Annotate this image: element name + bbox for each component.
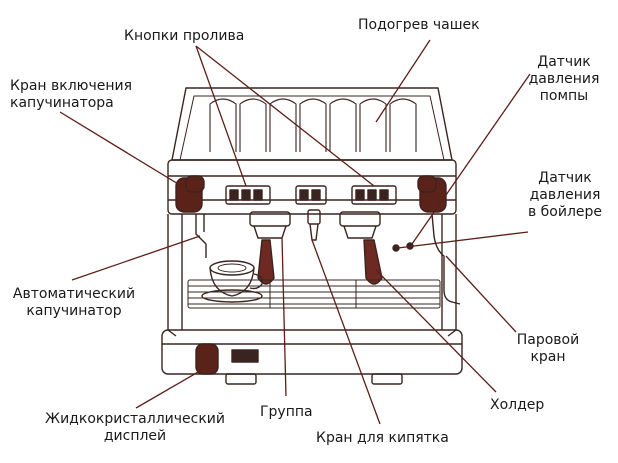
label-boiler-pressure-line3: в бойлере [527,204,603,220]
label-pump-pressure-line2: давления [528,71,600,87]
group-head-left [249,211,291,239]
holder-handle-right [363,239,383,285]
label-cup-warmer: Подогрев чашек [358,17,480,33]
label-lcd-display-line2: дисплей [103,428,167,444]
group-head-right [339,211,381,239]
label-cappuccinator-valve-line1: Кран включения [10,78,133,94]
label-steam-valve-line1: Паровой [516,332,580,348]
hot-water-spout [307,209,321,241]
base-knob [195,343,219,375]
label-pump-pressure: Датчик давления помпы [518,54,610,105]
label-group: Группа [260,404,313,420]
label-boiler-pressure-line1: Датчик [538,170,592,186]
cup-row [209,98,417,152]
label-pump-pressure-line1: Датчик [537,54,591,70]
label-dispense-buttons: Кнопки пролива [124,28,245,44]
label-cappuccinator-valve: Кран включения капучинатора [10,78,132,112]
label-cappuccinator-valve-line2: капучинатора [10,95,114,111]
label-boiler-pressure: Датчик давления в бойлере [518,170,612,221]
dispense-button-panel-right [351,185,397,205]
label-hot-water-valve: Кран для кипятка [316,430,449,446]
holder-handle-left [257,239,275,285]
label-lcd-display: Жидкокристаллический дисплей [30,411,240,445]
lcd-display [231,349,259,363]
callout-lines [59,39,531,425]
steam-knob [417,175,461,305]
label-auto-cappuccinator-line1: Автоматический [12,286,136,302]
cappuccinator-knob [175,175,207,258]
label-auto-cappuccinator: Автоматический капучинатор [2,286,146,320]
label-auto-cappuccinator-line2: капучинатор [26,303,122,319]
label-steam-valve-line2: кран [530,349,566,365]
label-boiler-pressure-line2: давления [529,187,601,203]
label-steam-valve: Паровой кран [508,332,588,366]
dispense-button-panel-left [225,185,271,205]
label-holder: Холдер [490,397,545,413]
cappuccino-cup [201,260,264,303]
label-pump-pressure-line3: помпы [539,88,589,104]
center-button-panel [295,185,327,205]
label-lcd-display-line1: Жидкокристаллический [45,411,225,427]
